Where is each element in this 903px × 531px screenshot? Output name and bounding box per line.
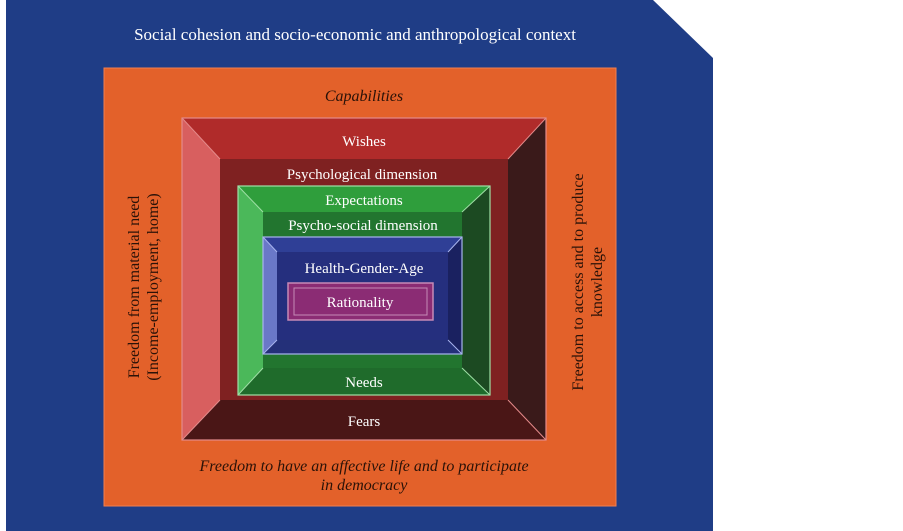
bottom-label-line2: in democracy xyxy=(321,477,409,494)
context-label: Social cohesion and socio-economic and a… xyxy=(134,25,576,44)
psychological-dimension-label: Psychological dimension xyxy=(287,167,438,183)
right-label-line1: Freedom to access and to produce xyxy=(570,173,587,390)
psycho-social-dimension-label: Psycho-social dimension xyxy=(288,218,438,234)
wishes-label: Wishes xyxy=(342,134,386,150)
rationality-label: Rationality xyxy=(327,295,394,311)
left-label-line2: (Income-employment, home) xyxy=(145,193,162,381)
rationality-core xyxy=(287,282,434,321)
health-gender-age-label: Health-Gender-Age xyxy=(305,261,424,277)
right-freedom-label: Freedom to access and to produce knowled… xyxy=(570,173,606,390)
expectations-label: Expectations xyxy=(325,193,403,209)
fears-label: Fears xyxy=(348,414,381,430)
needs-label: Needs xyxy=(345,375,383,391)
capabilities-label: Capabilities xyxy=(325,88,403,105)
bottom-label-line1: Freedom to have an affective life and to… xyxy=(198,458,528,475)
left-freedom-label: Freedom from material need (Income-emplo… xyxy=(126,193,162,381)
left-label-line1: Freedom from material need xyxy=(126,196,143,379)
right-label-line2: knowledge xyxy=(589,247,606,317)
